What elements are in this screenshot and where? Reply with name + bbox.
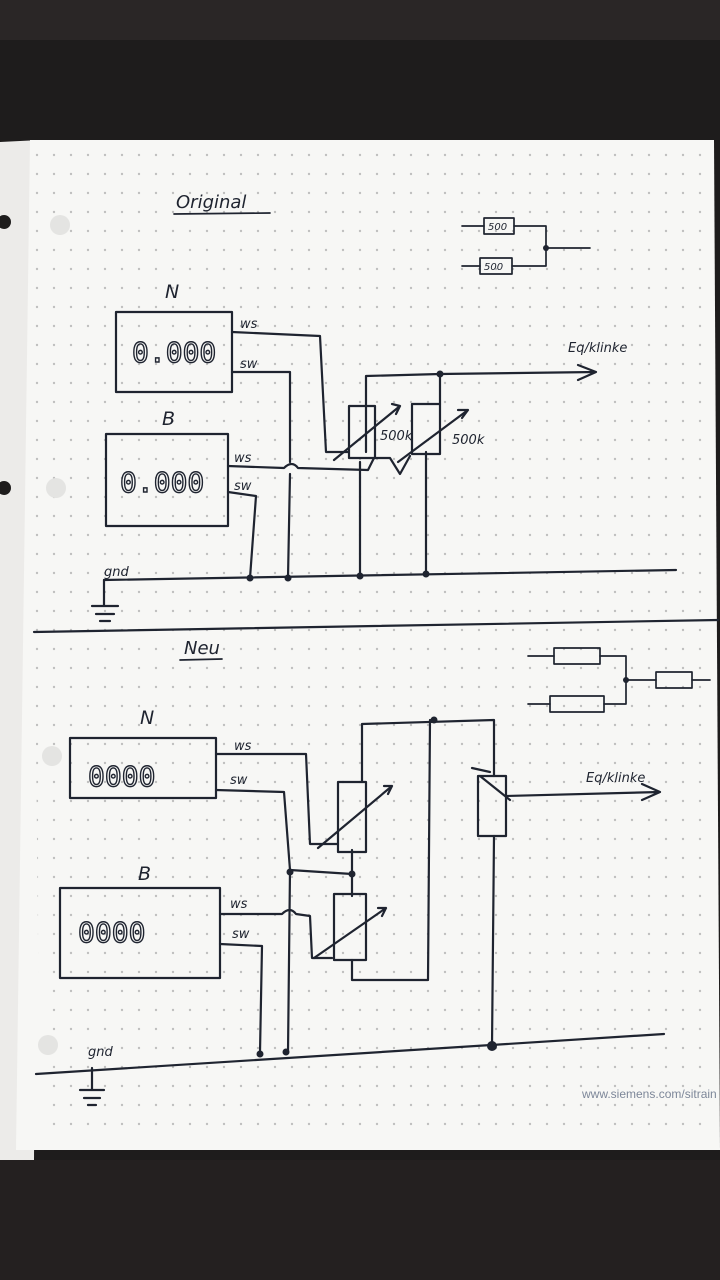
pot-value-label: 500k — [452, 433, 485, 448]
pickup-display: 0000 — [88, 760, 155, 793]
resistor-symbol — [549, 695, 605, 713]
ground-label: gnd — [88, 1045, 113, 1060]
resistor-symbol — [553, 647, 601, 665]
resistor-symbol — [483, 217, 515, 235]
ground-label: gnd — [104, 565, 129, 580]
pickup-n-original: N 0.000 ws sw — [114, 281, 258, 394]
resistor-symbol — [479, 257, 513, 275]
original-title: Original — [176, 192, 246, 213]
original-section: Original 500 500 N 0.000 ws sw B 0.000 w… — [90, 192, 678, 623]
pot-value-label: 500k — [380, 429, 413, 444]
output-label: Eq/klinke — [586, 771, 645, 786]
wire-label: ws — [234, 739, 252, 754]
inset-resistor-network: 500 500 — [461, 217, 591, 275]
punch-hole — [46, 478, 66, 498]
pickup-label: B — [138, 863, 151, 885]
pickup-label: N — [140, 707, 154, 729]
neu-title: Neu — [184, 638, 220, 659]
output-label: Eq/klinke — [568, 341, 627, 356]
inset-resistor-network-2 — [527, 647, 711, 713]
footer-url: www.siemens.com/sitrain — [581, 1087, 717, 1101]
punch-hole — [42, 746, 62, 766]
potentiometer — [336, 780, 368, 854]
inset-resistor-label: 500 — [488, 222, 507, 233]
potentiometer — [410, 402, 442, 456]
pickup-display: 0.000 — [132, 336, 216, 369]
wire-label: ws — [234, 451, 252, 466]
pickup-b-neu: B 0000 ws sw — [58, 863, 250, 980]
pickup-b-original: B 0.000 ws sw — [104, 408, 252, 528]
wire-label: sw — [230, 773, 248, 788]
wire-label: sw — [240, 357, 258, 372]
ground-symbol — [78, 1066, 106, 1107]
pickup-n-neu: N 0000 ws sw — [68, 707, 252, 800]
original-wiring: 500k 500k Eq/klinke gnd — [90, 330, 678, 623]
neu-wiring: Eq/klinke gnd — [34, 716, 666, 1107]
wire-label: sw — [234, 479, 252, 494]
wire-label: ws — [230, 897, 248, 912]
resistor-symbol — [655, 671, 693, 689]
punch-hole — [38, 1035, 58, 1055]
wire-label: sw — [232, 927, 250, 942]
potentiometer — [476, 774, 508, 838]
pickup-display: 0000 — [78, 916, 145, 949]
punch-hole — [50, 215, 70, 235]
ground-symbol — [90, 578, 120, 623]
neu-section: Neu N 0000 ws sw B 0000 ws sw — [34, 638, 711, 1107]
potentiometer — [332, 892, 368, 962]
wire-label: ws — [240, 317, 258, 332]
inset-resistor-label: 500 — [484, 262, 503, 273]
potentiometer — [347, 404, 377, 460]
section-divider — [32, 618, 720, 634]
pickup-label: B — [162, 408, 175, 430]
pickup-label: N — [165, 281, 179, 303]
pickup-display: 0.000 — [120, 466, 204, 499]
